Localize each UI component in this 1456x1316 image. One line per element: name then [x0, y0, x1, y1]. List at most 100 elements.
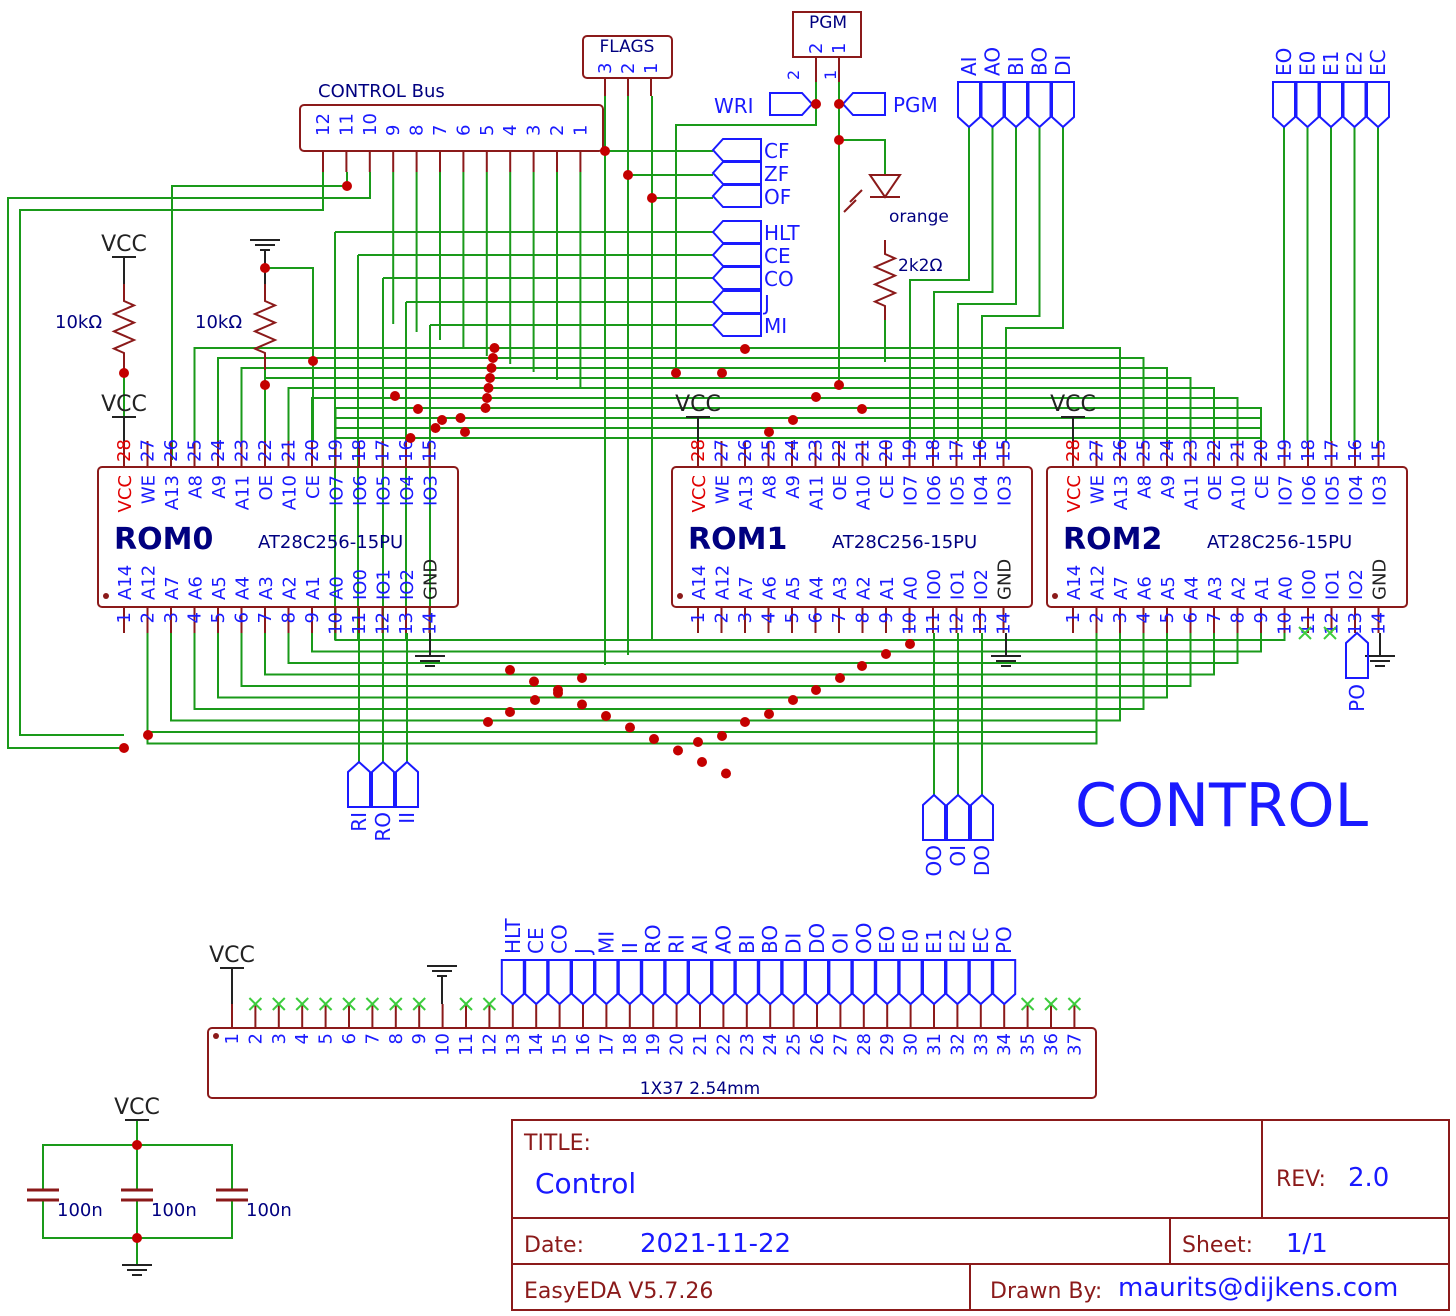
junction-dot: [811, 392, 821, 402]
header-pin-number: 21: [690, 1033, 711, 1056]
rom-pin-name: A11: [233, 475, 254, 510]
net-flag-j-icon: [711, 290, 762, 314]
pulldown-wire: [265, 267, 314, 441]
net-flag-ec-icon: [1366, 81, 1390, 129]
rom-chip-0: 28VCC1A1427WE2A1226A133A725A84A624A95A52…: [97, 439, 459, 635]
header-net-flag-icon: [851, 959, 876, 1006]
vcc-pullup-label: VCC: [101, 232, 147, 257]
rom-pin-number: 2: [712, 612, 733, 623]
rom-pin-name: A14: [115, 565, 136, 600]
header-pin-number: 3: [269, 1033, 290, 1044]
rom-pin-name: A10: [280, 475, 301, 510]
header-pin-number: 35: [1018, 1033, 1039, 1056]
header-net-name: HLT: [501, 918, 525, 954]
rom-pin-name: A0: [327, 576, 348, 600]
pin1-marker-icon: [677, 593, 683, 599]
rom-pin-name: A2: [280, 576, 301, 600]
rom-pin-name: A11: [807, 475, 828, 510]
address-wire: [264, 633, 1215, 676]
header-net-flag-icon: [968, 959, 993, 1006]
rom-pin-number: 25: [185, 439, 206, 462]
header-pin-number: 34: [994, 1033, 1015, 1056]
rom-pin-name: IO1: [948, 569, 969, 600]
rom-pin-number: 22: [1204, 439, 1225, 462]
rom-pin-name: CE: [877, 475, 898, 499]
rom-pin-number: 15: [420, 439, 441, 462]
rom-pin-name: A12: [139, 565, 160, 600]
no-connect-mark: [295, 997, 309, 1011]
rom-pin-name: A12: [713, 565, 734, 600]
bus-wire: [1005, 127, 1064, 441]
net-flag-e0-icon: [1295, 81, 1320, 129]
rom-pin-number: 6: [806, 612, 827, 623]
rom-pin-number: 11: [349, 612, 370, 635]
net-name-zf: ZF: [764, 162, 789, 186]
rom-chip-2: 28VCC1A1427WE2A1226A133A725A84A624A95A52…: [1046, 439, 1408, 635]
junction-dot: [480, 403, 491, 413]
header-pin-number: 19: [643, 1033, 664, 1056]
header-net-name: OO: [852, 923, 876, 954]
net-flag-ce-icon: [711, 243, 762, 267]
no-connect-mark: [459, 997, 473, 1011]
header-body: [207, 1027, 1097, 1099]
net-flag-ai-icon: [957, 81, 981, 129]
junction-dot: [740, 717, 750, 727]
junction-dot: [671, 368, 681, 378]
rom-pin-name: A1: [877, 576, 898, 600]
rom-body: [97, 466, 459, 608]
rom-pin-number: 12: [373, 612, 394, 635]
sheet-value: 1/1: [1286, 1229, 1328, 1259]
header-pin-number: 31: [924, 1033, 945, 1056]
rom-pin-number: 4: [1134, 612, 1155, 623]
rom-pin-number: 9: [876, 612, 897, 623]
rom-pin-number: 9: [1251, 612, 1272, 623]
net-name-ai: AI: [957, 56, 981, 76]
junction-dot: [460, 427, 470, 437]
header-net-name: CO: [548, 924, 572, 954]
rom-pin-name: CE: [1252, 475, 1273, 499]
rom-pin-name: IO3: [1370, 475, 1391, 506]
rom-pin-name: A9: [1158, 475, 1179, 499]
rom-pin-name: IO7: [901, 475, 922, 506]
net-flag-cf-icon: [711, 138, 762, 162]
net-name-do: DO: [970, 845, 994, 876]
rom-pin-name: IO2: [397, 569, 418, 600]
net-flag-of-icon: [711, 184, 762, 208]
header-pin-number: 18: [620, 1033, 641, 1056]
header-net-name: CE: [524, 927, 548, 954]
junction-dot: [455, 413, 466, 423]
control-wire: [7, 172, 371, 749]
rom-pin-name: WE: [713, 475, 734, 504]
rom-pin-number: 4: [759, 612, 780, 623]
rom-pin-name: OE: [830, 475, 851, 501]
rom-pin-name: OE: [1205, 475, 1226, 501]
rom-pin-number: 10: [326, 612, 347, 635]
bus-wire: [981, 127, 1041, 441]
junction-dot: [505, 665, 515, 675]
rom-body: [671, 466, 1033, 608]
header-net-name: DI: [782, 933, 806, 954]
rev-value: 2.0: [1348, 1163, 1389, 1193]
net-flag-bi-icon: [1004, 81, 1028, 129]
header-net-name: EC: [969, 927, 993, 954]
net-flag-oi-icon: [946, 793, 970, 841]
pgm-body: [792, 11, 862, 58]
address-wire: [240, 367, 1168, 441]
rom-pin-number: 19: [1275, 439, 1296, 462]
junction-dot: [483, 717, 493, 727]
junction-dot: [697, 757, 707, 767]
rom-pin-number: 25: [759, 439, 780, 462]
rom-pin-number: 24: [782, 439, 803, 462]
junction-dot: [505, 707, 515, 717]
net-name-e2: E2: [1343, 51, 1367, 76]
rom-pin-name: A8: [186, 475, 207, 499]
rom-pin-name: A5: [209, 576, 230, 600]
junction-dot: [342, 181, 352, 191]
rom-pin-name: A10: [1229, 475, 1250, 510]
header-net-name: E2: [945, 929, 969, 954]
junction-dot: [717, 731, 727, 741]
cap-value: 100n: [57, 1200, 103, 1221]
rom-pin-number: 13: [1345, 612, 1366, 635]
rom-pin-number: 16: [970, 439, 991, 462]
